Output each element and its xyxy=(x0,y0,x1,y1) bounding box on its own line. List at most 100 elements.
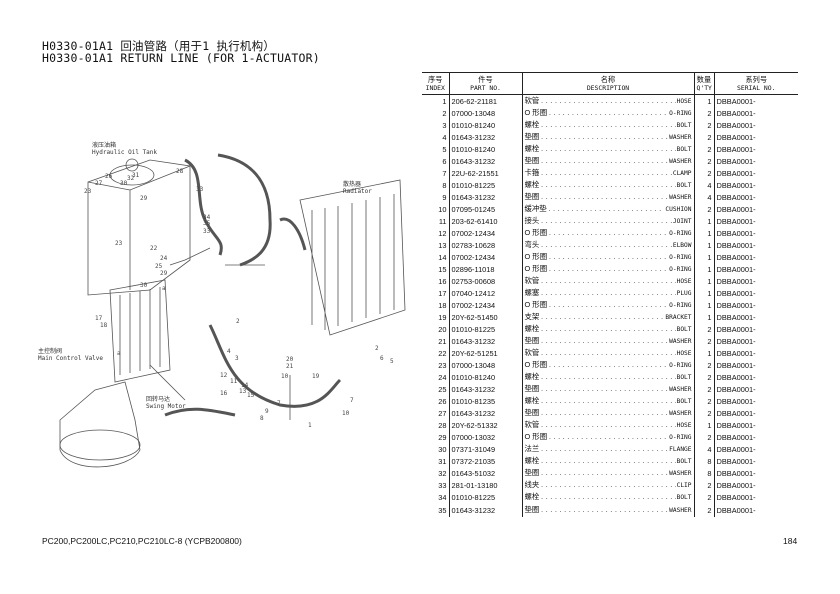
row-description: 垫圈......................................… xyxy=(522,191,695,203)
leader-dots: ........................................… xyxy=(540,182,675,189)
row-part-no: 281-01-13180 xyxy=(449,479,523,491)
hose-22 xyxy=(184,158,223,256)
desc-en: HOSE xyxy=(676,350,692,357)
row-index: 26 xyxy=(422,395,450,407)
desc-en: BOLT xyxy=(676,458,692,465)
desc-cn: O 形圈 xyxy=(524,360,548,369)
row-index: 32 xyxy=(422,467,450,479)
desc-en: BOLT xyxy=(676,122,692,129)
row-serial: DBBA0001- xyxy=(716,216,756,226)
callout-number: 6 xyxy=(380,355,384,362)
row-index: 19 xyxy=(422,311,450,323)
callout-number: 30 xyxy=(120,180,128,187)
row-qty: 1 xyxy=(694,347,715,359)
callout-number: 11 xyxy=(230,378,238,385)
model-footer: PC200,PC200LC,PC210,PC210LC-8 (YCPB20080… xyxy=(42,536,242,546)
callout-number: 32 xyxy=(127,175,135,182)
diagram-lines xyxy=(59,153,406,468)
row-part-no: 01643-31232 xyxy=(449,155,523,167)
row-qty: 1 xyxy=(694,311,715,323)
callout-number: 33 xyxy=(203,228,211,235)
callout-number: 4 xyxy=(227,348,231,355)
desc-cn: 软管 xyxy=(524,276,540,285)
desc-cn: 支架 xyxy=(524,312,540,321)
row-part-no: 01010-81225 xyxy=(449,179,523,191)
row-index: 17 xyxy=(422,287,450,299)
row-description: 缓冲垫.....................................… xyxy=(522,203,695,215)
row-index: 30 xyxy=(422,443,450,455)
row-index: 24 xyxy=(422,371,450,383)
row-index: 21 xyxy=(422,335,450,347)
row-description: 螺栓......................................… xyxy=(522,455,695,467)
callout-number: 34 xyxy=(203,214,211,221)
desc-en: WASHER xyxy=(669,194,692,201)
col-part-cn: 件号 xyxy=(478,74,493,84)
row-index: 4 xyxy=(422,131,450,143)
row-qty: 8 xyxy=(694,455,715,467)
leader-dots: ........................................… xyxy=(540,134,669,141)
callout-number: 33 xyxy=(196,186,204,193)
row-serial: DBBA0001- xyxy=(716,204,756,214)
row-serial: DBBA0001- xyxy=(716,276,756,286)
callout-number: 12 xyxy=(220,372,228,379)
row-description: 螺栓......................................… xyxy=(522,371,695,383)
leader-dots: ........................................… xyxy=(540,218,672,225)
row-part-no: 07002-12434 xyxy=(449,227,523,239)
desc-en: PLUG xyxy=(676,290,692,297)
leader-dots: ........................................… xyxy=(548,302,669,309)
leader-dots: ........................................… xyxy=(540,278,675,285)
row-serial: DBBA0001- xyxy=(716,300,756,310)
row-part-no: 07000-13032 xyxy=(449,431,523,443)
row-qty: 8 xyxy=(694,467,715,479)
desc-cn: O 形圈 xyxy=(524,252,548,261)
callout-number: 29 xyxy=(140,195,148,202)
desc-en: CUSHION xyxy=(665,206,692,213)
row-qty: 1 xyxy=(694,275,715,287)
desc-cn: 螺栓 xyxy=(524,324,540,333)
row-serial: DBBA0001- xyxy=(716,408,756,418)
desc-cn: 软管 xyxy=(524,96,540,105)
desc-en: O-RING xyxy=(669,110,692,117)
row-part-no: 206-62-21181 xyxy=(449,94,523,107)
row-description: O 形圈....................................… xyxy=(522,227,695,239)
row-qty: 1 xyxy=(694,299,715,311)
row-qty: 2 xyxy=(694,407,715,419)
desc-en: JOINT xyxy=(672,218,692,225)
row-part-no: 22U-62-21551 xyxy=(449,167,523,179)
desc-en: WASHER xyxy=(669,338,692,345)
leader-dots: ........................................… xyxy=(540,290,675,297)
row-part-no: 01643-31232 xyxy=(449,407,523,419)
col-desc-cn: 名称 xyxy=(600,74,616,84)
desc-cn: 垫圈 xyxy=(524,132,540,141)
desc-cn: 螺塞 xyxy=(524,288,540,297)
leader-dots: ........................................… xyxy=(540,170,672,177)
desc-cn: 缓冲垫 xyxy=(524,204,547,213)
leader-dots: ........................................… xyxy=(540,507,669,514)
callout-number: 35 xyxy=(203,220,211,227)
row-serial: DBBA0001- xyxy=(716,384,756,394)
row-qty: 2 xyxy=(694,479,715,491)
callout-number: 10 xyxy=(342,410,350,417)
row-serial: DBBA0001- xyxy=(716,192,756,202)
row-qty: 2 xyxy=(694,491,715,503)
desc-en: O-RING xyxy=(669,362,692,369)
desc-cn: 垫圈 xyxy=(524,384,540,393)
row-part-no: 07372-21035 xyxy=(449,455,523,467)
row-serial: DBBA0001- xyxy=(716,156,756,166)
